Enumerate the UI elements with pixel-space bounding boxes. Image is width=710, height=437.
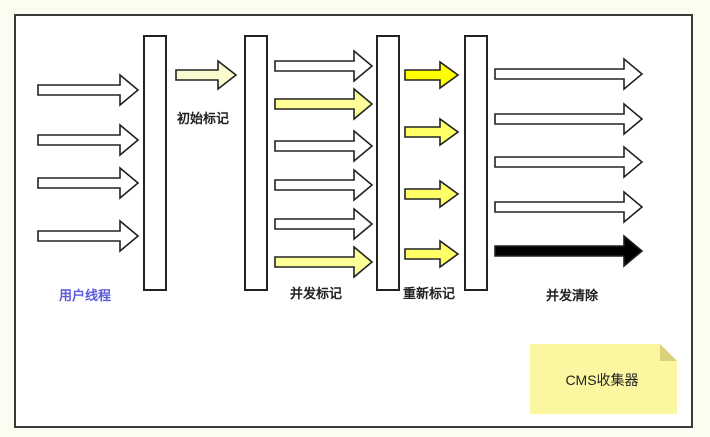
concurrent-mark-arrow-2 bbox=[274, 87, 374, 121]
stop-barrier-1 bbox=[143, 35, 167, 291]
remark-arrow-2 bbox=[404, 117, 460, 147]
user-threads-arrow-3 bbox=[37, 166, 140, 200]
initial-mark-arrow-1 bbox=[175, 59, 238, 91]
note-text: CMS收集器 bbox=[565, 372, 639, 388]
remark-arrow-1 bbox=[404, 60, 460, 90]
thread-arrows bbox=[37, 49, 644, 279]
label-user-threads: 用户线程 bbox=[59, 289, 112, 304]
concurrent-sweep-arrow-2 bbox=[494, 102, 644, 136]
remark-arrow-3 bbox=[404, 179, 460, 209]
sticky-note-shape bbox=[530, 344, 677, 414]
label-initial-mark: 初始标记 bbox=[177, 112, 230, 127]
stop-barrier-3 bbox=[376, 35, 400, 291]
stop-barrier-4 bbox=[464, 35, 488, 291]
user-threads-arrow-4 bbox=[37, 219, 140, 253]
user-threads-arrow-2 bbox=[37, 123, 140, 157]
concurrent-mark-arrow-4 bbox=[274, 168, 374, 202]
concurrent-mark-arrow-5 bbox=[274, 207, 374, 241]
user-threads-arrow-1 bbox=[37, 73, 140, 107]
label-concurrent-mark: 并发标记 bbox=[290, 287, 343, 302]
concurrent-mark-arrow-6 bbox=[274, 245, 374, 279]
concurrent-sweep-arrow-4 bbox=[494, 190, 644, 224]
concurrent-sweep-arrow-3 bbox=[494, 145, 644, 179]
stop-barrier-2 bbox=[244, 35, 268, 291]
concurrent-mark-arrow-3 bbox=[274, 129, 374, 163]
label-concurrent-sweep: 并发清除 bbox=[546, 289, 599, 304]
concurrent-sweep-arrow-1 bbox=[494, 57, 644, 91]
concurrent-mark-arrow-1 bbox=[274, 49, 374, 83]
label-remark: 重新标记 bbox=[403, 287, 456, 302]
sticky-note: CMS收集器 bbox=[530, 344, 677, 414]
concurrent-sweep-arrow-5 bbox=[494, 234, 644, 268]
remark-arrow-4 bbox=[404, 239, 460, 269]
